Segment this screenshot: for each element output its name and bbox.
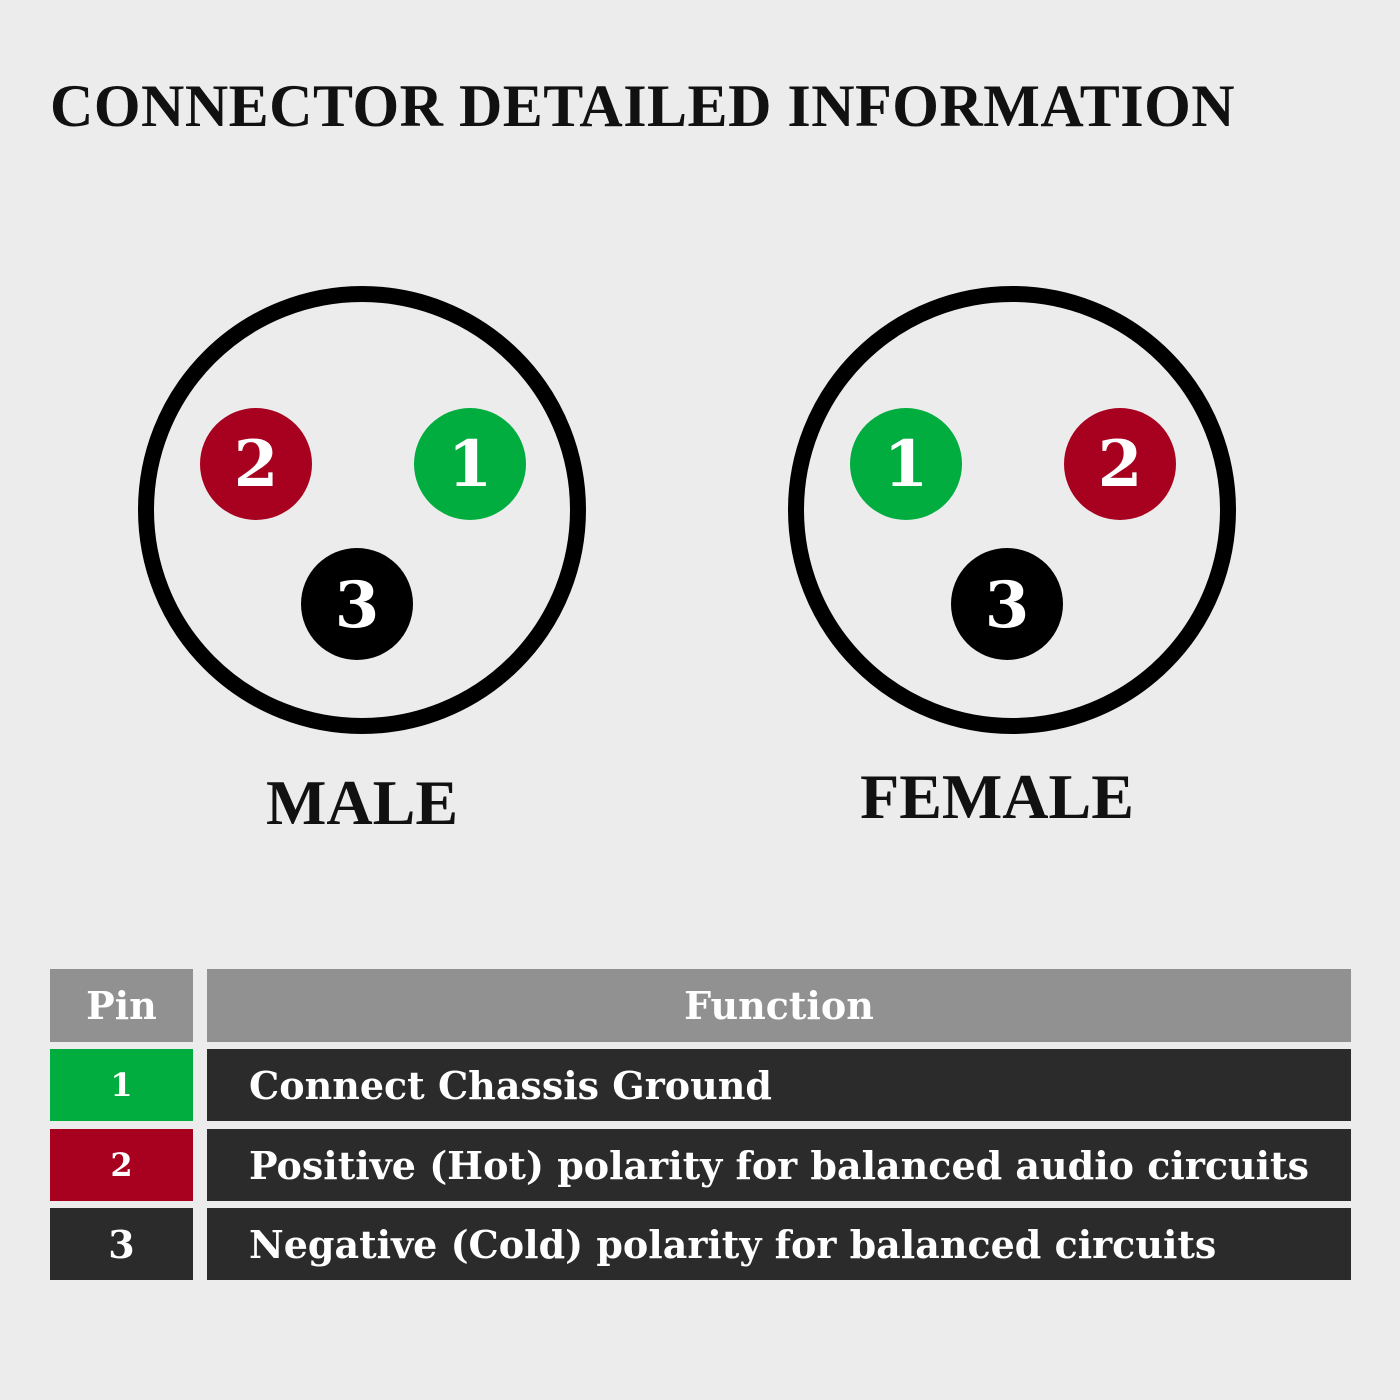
connector-diagrams: 2 1 3 MALE 1 2 3 FEMALE bbox=[138, 286, 1236, 838]
page-title: CONNECTOR DETAILED INFORMATION bbox=[50, 73, 1236, 139]
row-3-function: Negative (Cold) polarity for balanced ci… bbox=[207, 1208, 1351, 1280]
male-pin-3-label: 3 bbox=[335, 568, 380, 643]
female-label: FEMALE bbox=[860, 761, 1134, 832]
male-connector: 2 1 3 MALE bbox=[138, 286, 586, 838]
header-function: Function bbox=[207, 969, 1351, 1042]
female-pin-1 bbox=[850, 408, 962, 520]
male-pin-1 bbox=[414, 408, 526, 520]
female-pin-1-label: 1 bbox=[884, 427, 929, 502]
male-pin-2-label: 2 bbox=[234, 427, 279, 502]
row-2-function: Positive (Hot) polarity for balanced aud… bbox=[207, 1129, 1351, 1201]
female-pin-2 bbox=[1064, 408, 1176, 520]
row-1-pin: 1 bbox=[50, 1049, 193, 1121]
male-label: MALE bbox=[266, 767, 458, 838]
male-pin-2 bbox=[200, 408, 312, 520]
row-2-pin: 2 bbox=[50, 1129, 193, 1201]
female-pin-3 bbox=[951, 548, 1063, 660]
header-pin: Pin bbox=[50, 969, 193, 1042]
male-pin-1-label: 1 bbox=[448, 427, 493, 502]
female-connector: 1 2 3 FEMALE bbox=[788, 286, 1236, 832]
male-connector-outline bbox=[138, 286, 586, 734]
female-pin-3-label: 3 bbox=[985, 568, 1030, 643]
male-pin-3 bbox=[301, 548, 413, 660]
row-3-pin: 3 bbox=[50, 1208, 193, 1280]
row-1-function: Connect Chassis Ground bbox=[207, 1049, 1351, 1121]
female-pin-2-label: 2 bbox=[1098, 427, 1143, 502]
female-connector-outline bbox=[788, 286, 1236, 734]
